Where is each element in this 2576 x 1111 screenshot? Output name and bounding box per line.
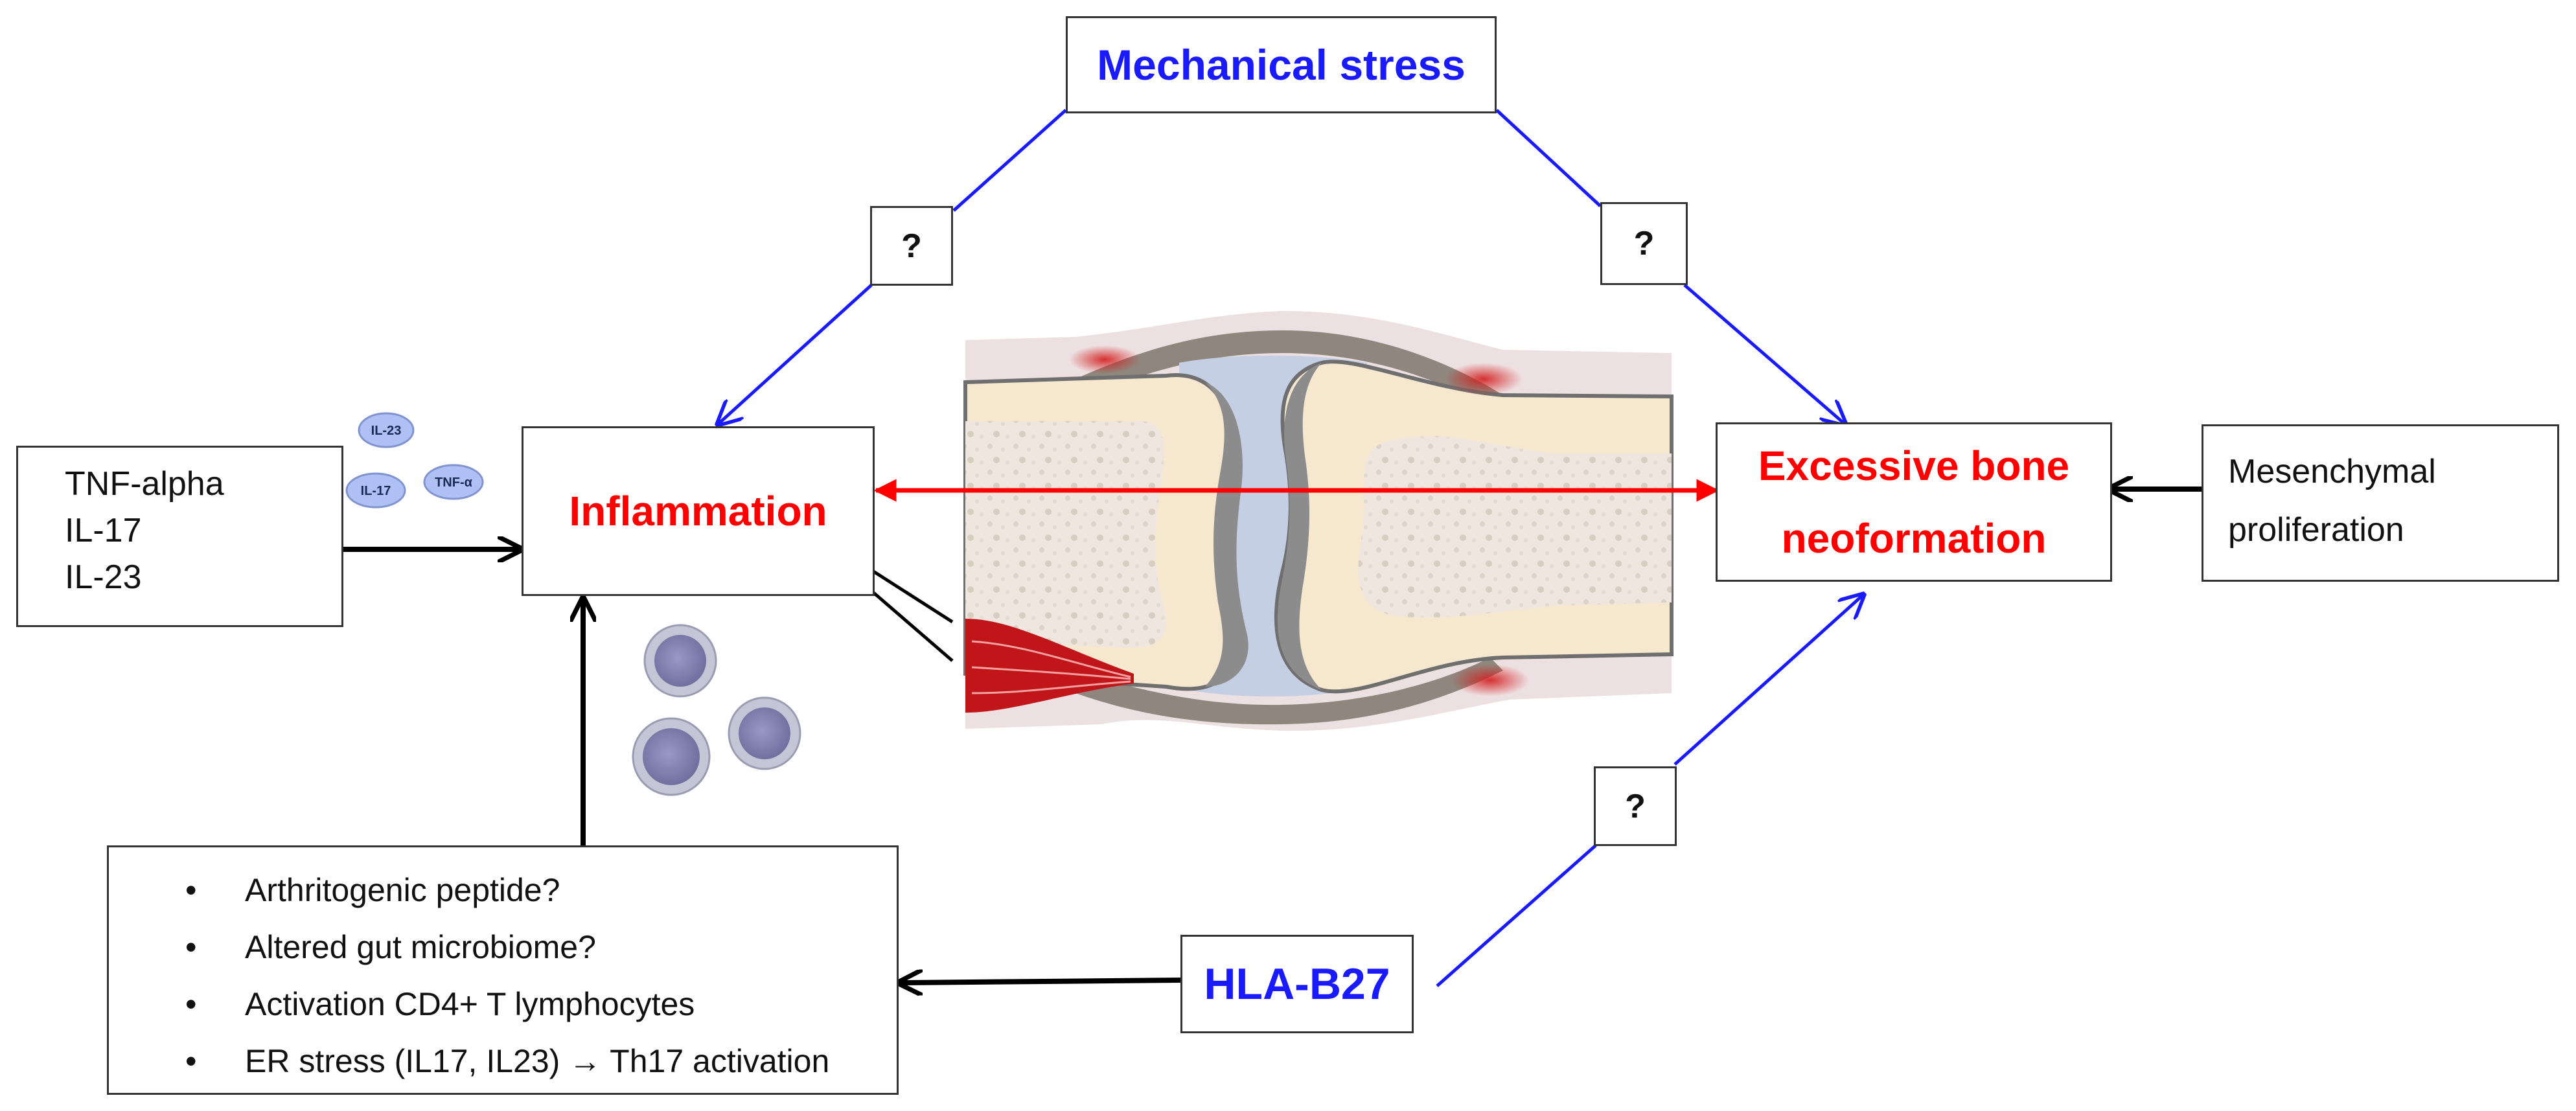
question-box-right: ? xyxy=(1600,202,1688,285)
cytokine-bubbles: IL-23 IL-17 TNF-α xyxy=(345,412,484,509)
bone-neoformation-label-line-2: neoformation xyxy=(1781,515,2047,562)
svg-text:IL-23: IL-23 xyxy=(371,424,402,438)
svg-text:IL-17: IL-17 xyxy=(361,484,391,498)
link-inflammation-to-joint-1 xyxy=(870,568,954,624)
inflammation-label: Inflammation xyxy=(569,488,827,534)
cytokine-bubble-tnf xyxy=(423,464,484,500)
tendon-muscle xyxy=(965,619,1134,713)
joint-capsule xyxy=(1075,330,1503,408)
cytokine-bubble-il17 xyxy=(345,472,406,509)
svg-text:TNF-α: TNF-α xyxy=(435,475,473,490)
question-mark: ? xyxy=(901,227,922,265)
question-mark: ? xyxy=(1633,225,1655,262)
question-box-bottom: ? xyxy=(1594,766,1677,846)
mesenchymal-label-line-1: Mesenchymal xyxy=(2228,453,2436,490)
link-inflammation-to-joint-2 xyxy=(870,590,954,662)
mechanisms-box: Arthritogenic peptide? Altered gut micro… xyxy=(107,845,899,1095)
bone-neoformation-label-line-1: Excessive bone xyxy=(1758,442,2070,489)
link-question-to-bone xyxy=(1673,595,1863,766)
link-question-right-to-bone xyxy=(1683,284,1845,424)
mechanism-item: Activation CD4+ T lymphocytes xyxy=(185,976,897,1033)
link-mechanical-to-question-left xyxy=(952,109,1067,212)
mesenchymal-box: Mesenchymal proliferation xyxy=(2202,424,2559,582)
immune-cells xyxy=(632,624,801,796)
question-box-left: ? xyxy=(870,206,953,286)
mechanisms-list: Arthritogenic peptide? Altered gut micro… xyxy=(109,862,897,1090)
hla-b27-box: HLA-B27 xyxy=(1180,935,1414,1033)
question-mark: ? xyxy=(1625,787,1646,825)
link-mechanical-to-question-right xyxy=(1495,109,1602,207)
mechanical-stress-label: Mechanical stress xyxy=(1097,41,1466,89)
cytokine-bubble-il23 xyxy=(358,412,415,448)
mechanism-item: Arthritogenic peptide? xyxy=(185,862,897,919)
inflammation-box: Inflammation xyxy=(522,426,875,596)
link-hla-to-question xyxy=(1436,844,1597,987)
cytokine-item: IL-17 xyxy=(65,512,142,549)
cytokine-item: IL-23 xyxy=(65,558,142,596)
cytokine-item: TNF-alpha xyxy=(65,465,224,503)
mechanism-item: Altered gut microbiome? xyxy=(185,919,897,976)
joint-illustration xyxy=(963,311,1673,731)
link-hla-to-mechanisms xyxy=(902,980,1181,983)
connectors xyxy=(343,109,2202,987)
mechanism-item: ER stress (IL17, IL23) → Th17 activation xyxy=(185,1033,897,1090)
mechanical-stress-box: Mechanical stress xyxy=(1066,16,1497,113)
cytokines-box: TNF-alpha IL-17 IL-23 xyxy=(16,446,343,627)
mesenchymal-label-line-2: proliferation xyxy=(2228,511,2404,549)
hla-b27-label: HLA-B27 xyxy=(1204,959,1390,1009)
bone-neoformation-box: Excessive bone neoformation xyxy=(1716,422,2112,582)
link-question-left-to-inflammation xyxy=(718,284,873,424)
